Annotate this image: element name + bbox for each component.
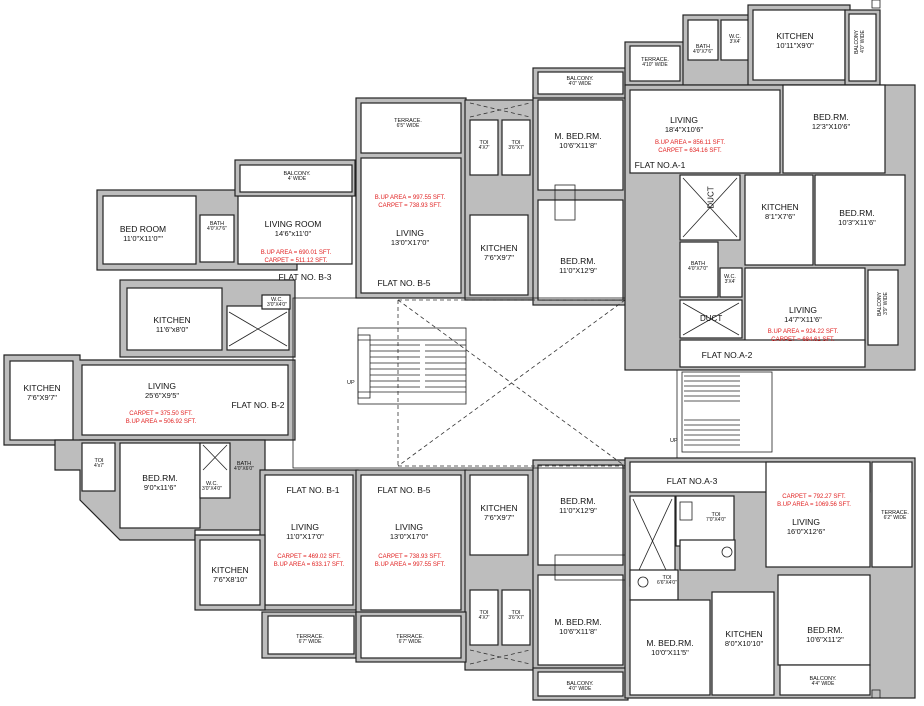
- a1-bed-label: BED.RM.12'3"X10'6": [811, 112, 851, 131]
- a3-bed-label: BED.RM.10'6"X11'2": [806, 625, 844, 644]
- a1-flat-label: FLAT NO.A-1: [634, 160, 686, 170]
- right-wing-walls: [624, 0, 916, 699]
- left-wing-walls: [3, 159, 359, 659]
- a3-flat-label: FLAT NO.A-3: [666, 476, 718, 486]
- b3-wc-label: W.C.3'0"X4'0": [267, 297, 287, 309]
- a1-terrace-label: TERRACE.4'10" WIDE: [641, 57, 669, 69]
- a1-area-text: B.UP AREA = 856.11 SFT.CARPET = 634.16 S…: [655, 140, 725, 155]
- a2-area-text: B.UP AREA = 924.22 SFT.CARPET = 684.61 S…: [767, 329, 839, 344]
- a2-flat-label: FLAT NO.A-2: [701, 350, 753, 360]
- a2-wc-label: W.C.3'X4': [724, 274, 736, 286]
- core: [292, 297, 773, 469]
- a3-balcony-label: BALCONY.4'4" WIDE: [809, 676, 837, 688]
- b5b-balcony-label: BALCONY.4'0" WIDE: [566, 681, 594, 693]
- b5b-mbed-label: M. BED.RM.10'6"X11'8": [554, 617, 602, 636]
- b1-terrace-label: TERRACE.6'7" WIDE: [296, 634, 324, 646]
- b1-flat-label: FLAT NO. B-1: [286, 485, 340, 495]
- b2-wc-label: W.C.3'0"X4'0": [202, 481, 222, 493]
- a1-wc-label: W.C.3'X4': [729, 34, 741, 46]
- b5t-mbed-label: M. BED.RM.10'6"X11'8": [554, 131, 602, 150]
- b5t-area-text: B.UP AREA = 997.55 SFT.CARPET = 738.93 S…: [374, 195, 446, 210]
- b5t-balcony-label: BALCONY.4'0" WIDE: [566, 76, 594, 88]
- b5b-area-text: CARPET = 738.93 SFT.B.UP AREA = 997.55 S…: [374, 554, 446, 569]
- b1-area-text: CARPET = 469.02 SFT.B.UP AREA = 633.17 S…: [273, 554, 345, 569]
- a3-mbed-label: M. BED.RM.10'0"X11'5": [646, 638, 694, 657]
- b5b-terrace-label: TERRACE.6'7" WIDE: [396, 634, 424, 646]
- a2-bed-label: BED.RM.10'3"X11'6": [838, 208, 876, 227]
- stair-up-label-right: UP: [670, 438, 678, 444]
- b5t-bed-label: BED.RM.11'0"X12'9": [559, 256, 597, 275]
- b3-balcony-label: BALCONY.4' WIDE: [283, 171, 311, 183]
- duct-label-1: DUCT: [706, 186, 716, 209]
- a3-terrace-label: TERRACE.6'2" WIDE: [881, 510, 909, 522]
- b2-flat-label: FLAT NO. B-2: [231, 400, 285, 410]
- b2-area-text: CARPET = 375.50 SFT.B.UP AREA = 506.92 S…: [125, 411, 197, 426]
- b5b-bed-label: BED.RM.11'0"X12'9": [559, 496, 597, 515]
- b5t-flat-label: FLAT NO. B-5: [377, 278, 431, 288]
- duct-label-2: DUCT: [700, 314, 723, 323]
- a3-area-text: CARPET = 792.27 SFT.B.UP AREA = 1069.56 …: [777, 494, 851, 509]
- b2-bed-label: BED.RM.9'0"x11'6": [142, 473, 178, 492]
- b3-flat-label: FLAT NO. B-3: [278, 272, 332, 282]
- stair-up-label-left: UP: [347, 380, 355, 386]
- b3-area-text: B.UP AREA = 690.01 SFT.CARPET = 511.12 S…: [260, 250, 332, 265]
- center-left-walls: [355, 67, 629, 701]
- b5t-terrace-label: TERRACE.6'5" WIDE: [394, 118, 422, 130]
- b5b-flat-label: FLAT NO. B-5: [377, 485, 431, 495]
